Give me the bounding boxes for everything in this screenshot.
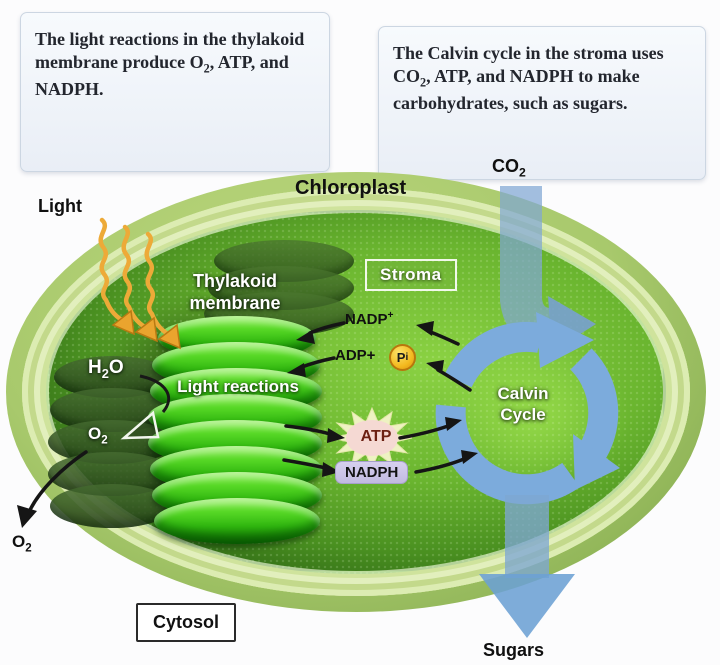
thylakoid-membrane-label: Thylakoid membrane bbox=[189, 271, 281, 313]
h2o-to-o2-arrow bbox=[120, 374, 171, 440]
sugars-flow-arrow bbox=[479, 495, 575, 638]
caption-calvin-cycle: The Calvin cycle in the stroma uses CO2,… bbox=[378, 26, 706, 180]
nadp-label: NADP+ bbox=[345, 310, 394, 328]
atp-label: ATP bbox=[360, 428, 392, 445]
process-arrows bbox=[282, 321, 478, 477]
cytosol-label-box: Cytosol bbox=[136, 603, 237, 642]
chloroplast-label: Chloroplast bbox=[295, 177, 407, 199]
sugars-label: Sugars bbox=[483, 640, 545, 660]
caption-text: The Calvin cycle in the stroma uses CO bbox=[393, 43, 664, 87]
calvin-cycle-label: Calvin Cycle bbox=[497, 384, 549, 424]
light-label: Light bbox=[38, 196, 82, 216]
thylakoid-disc bbox=[154, 498, 320, 544]
o2-inner-label: O2 bbox=[88, 424, 108, 447]
caption-text: The light reactions in the thylakoid mem… bbox=[35, 29, 305, 73]
nadph-pill: NADPH bbox=[335, 461, 409, 484]
o2-exit-arrow bbox=[17, 450, 88, 528]
h2o-label: H2O bbox=[88, 357, 124, 381]
calvin-cycle-ring bbox=[435, 312, 620, 505]
light-wave-arrows bbox=[98, 217, 181, 350]
caption-light-reactions: The light reactions in the thylakoid mem… bbox=[20, 12, 330, 172]
o2-outer-label: O2 bbox=[12, 532, 32, 555]
co2-label: CO2 bbox=[492, 156, 526, 180]
adp-label: ADP+ bbox=[335, 347, 376, 364]
stroma-label-box: Stroma bbox=[365, 259, 457, 291]
light-reactions-label: Light reactions bbox=[177, 377, 299, 396]
